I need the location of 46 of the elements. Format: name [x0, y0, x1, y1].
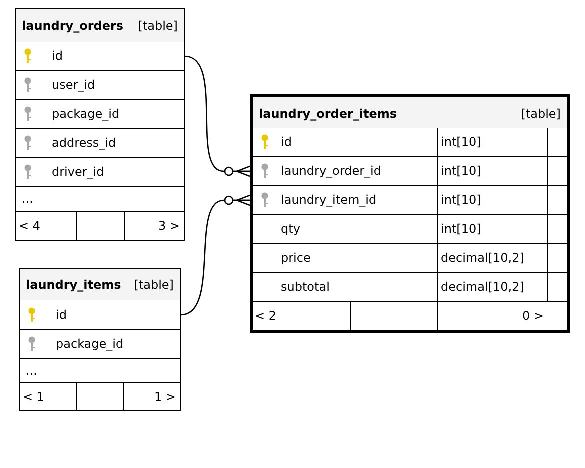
column-type: int[10] — [437, 157, 548, 185]
row-count-label: 0 > — [437, 302, 548, 330]
entity-table — [250, 94, 570, 333]
table-row — [253, 244, 567, 273]
column-name: subtotal — [281, 280, 330, 294]
column-type: decimal[10,2] — [437, 273, 548, 301]
table-row — [253, 128, 567, 157]
column-name: laundry_item_id — [281, 193, 377, 207]
entity-table — [15, 8, 185, 241]
column-name: package_id — [52, 107, 120, 121]
column-name: price — [281, 251, 311, 265]
column-name: id — [56, 308, 67, 322]
column-name: id — [52, 49, 63, 63]
table-name: laundry_order_items — [259, 106, 398, 120]
table-row — [253, 273, 567, 302]
table-row — [253, 215, 567, 244]
column-type: int[10] — [437, 128, 548, 156]
column-name: driver_id — [52, 165, 104, 179]
column-name: ... — [22, 192, 34, 206]
column-name: qty — [281, 222, 300, 236]
table-name: laundry_orders — [22, 18, 124, 32]
column-type: int[10] — [437, 215, 548, 243]
relationship-line — [184, 56, 251, 178]
table-row — [253, 186, 567, 215]
table-row — [16, 42, 184, 71]
column-name: id — [281, 135, 292, 149]
table-tag: [table] — [134, 278, 174, 292]
relationship-line — [180, 194, 251, 316]
table-row — [20, 300, 180, 330]
table-row — [253, 157, 567, 186]
row-count-label: < 1 — [19, 383, 77, 410]
column-type: decimal[10,2] — [437, 244, 548, 272]
table-tag: [table] — [521, 106, 561, 120]
column-name: address_id — [52, 136, 116, 150]
column-name: ... — [26, 364, 38, 378]
table-tag: [table] — [138, 18, 178, 32]
row-count-label: < 2 — [251, 302, 351, 330]
column-name: package_id — [56, 337, 124, 351]
column-name: user_id — [52, 78, 96, 92]
row-count-label: 3 > — [124, 212, 184, 240]
column-type: int[10] — [437, 186, 548, 214]
table-name: laundry_items — [26, 278, 122, 292]
column-name: laundry_order_id — [281, 164, 382, 178]
row-count-label: 1 > — [123, 383, 180, 410]
row-count-label: < 4 — [15, 212, 77, 240]
entity-table — [19, 268, 181, 411]
